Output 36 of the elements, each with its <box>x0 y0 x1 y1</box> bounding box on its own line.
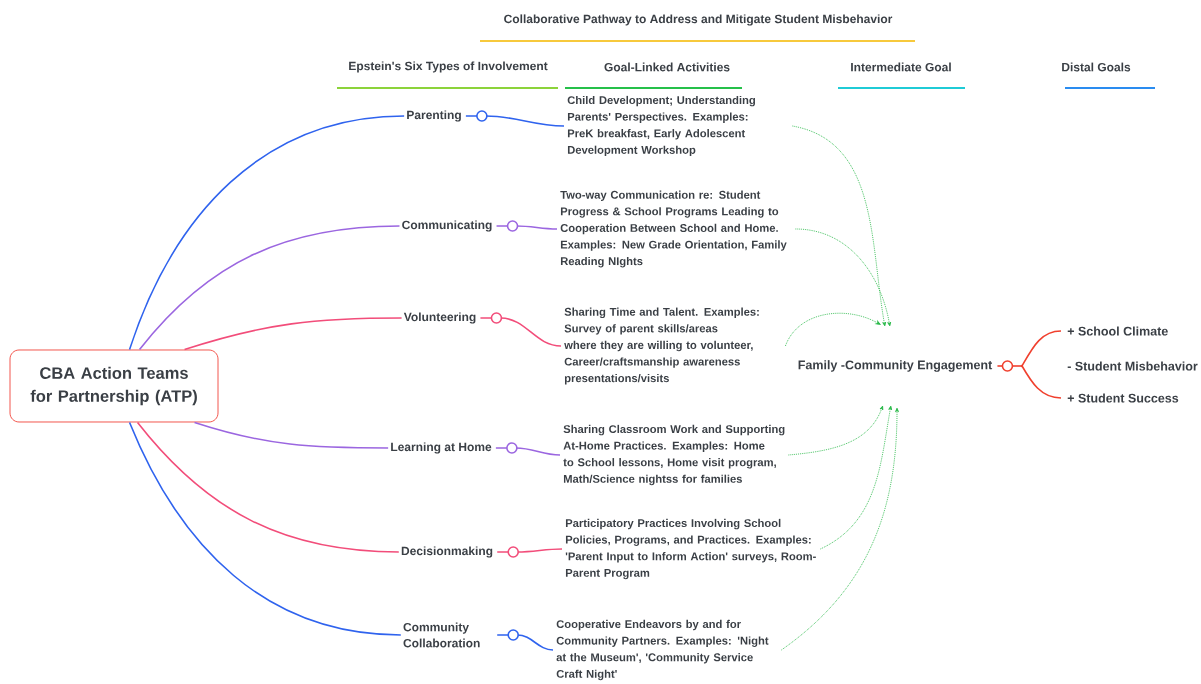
column-header: Intermediate Goal <box>851 62 951 72</box>
dotted-arrow <box>787 405 884 456</box>
column-header: Goal-Linked Activities <box>604 62 730 72</box>
outcome-label: - Student Misbehavior <box>1067 361 1198 371</box>
topic-label: Decisionmaking <box>401 546 493 558</box>
branch-line <box>183 317 403 351</box>
branch-line <box>1020 330 1062 368</box>
topic-label: Volunteering <box>403 312 476 324</box>
dotted-arrow <box>784 312 881 347</box>
branch-line <box>193 421 389 449</box>
topic-label: Learning at Home <box>391 442 492 454</box>
dotted-arrow <box>819 405 893 550</box>
description-text: Sharing Time and Talent. Examples: Survey of parent skills/areas where they are willing to volunteer, Career/craftsmanship awareness presentations/visits <box>564 307 759 385</box>
topic-label: Community Collaboration <box>403 622 480 648</box>
branch-line <box>136 421 400 553</box>
column-header: Distal Goals <box>1062 62 1131 72</box>
branch-line <box>128 115 405 351</box>
goal-label: Family -Community Engagement <box>798 360 993 372</box>
title: Collaborative Pathway to Address and Mitigate Student Misbehavior <box>504 14 893 26</box>
outcome-label: + Student Success <box>1067 393 1179 403</box>
branch-line <box>128 421 402 636</box>
dotted-arrow <box>794 228 892 327</box>
branch-line <box>1020 364 1062 399</box>
description-text: Sharing Classroom Work and Supporting At-Home Practices. Examples: Home to School lessons, Home visit program, Math/Science nightss for families <box>563 424 785 486</box>
column-header: Epstein's Six Types of Involvement <box>349 61 548 73</box>
topic-label: Parenting <box>407 110 461 122</box>
branch-line <box>138 225 401 351</box>
root-box: CBA Action Teams for Partnership (ATP) <box>9 349 219 423</box>
outcome-label: + School Climate <box>1067 326 1168 336</box>
description-text: Cooperative Endeavors by and for Community Partners. Examples: 'Night at the Museum', 'Community Service Craft Night' <box>556 619 769 681</box>
description-text: Child Development; Understanding Parents' Perspectives. Examples: PreK breakfast, Early Adolescent Development Workshop <box>567 95 755 157</box>
description-text: Two-way Communication re: Student Progress & School Programs Leading to Cooperation Between School and Home. Examples: New Grade Orientation, Family Reading NIghts <box>560 190 787 268</box>
dotted-arrow <box>780 407 899 651</box>
topic-label: Communicating <box>402 220 492 232</box>
description-text: Participatory Practices Involving School Policies, Programs, and Practices. Examples: 'Parent Input to Inform Action' surveys, Room-Parent Program <box>565 518 816 580</box>
dotted-arrow <box>791 125 887 327</box>
